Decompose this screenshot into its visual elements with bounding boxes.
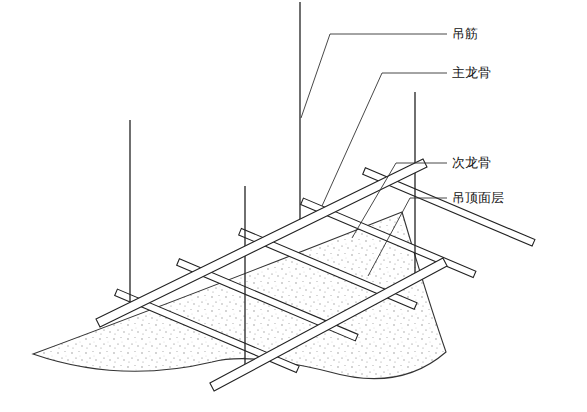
- hanger-rod: [299, 2, 300, 224]
- part-label: 吊筋: [452, 26, 478, 42]
- hanger-rod: [129, 120, 130, 307]
- hanger-rod: [414, 92, 415, 279]
- hanger-rod: [244, 186, 245, 369]
- secondary-joists: [115, 168, 535, 373]
- leader-line: [368, 198, 447, 276]
- joist-bar: [210, 258, 447, 391]
- leader-line: [352, 163, 447, 238]
- part-label: 主龙骨: [452, 65, 491, 81]
- leader-line: [301, 34, 447, 118]
- part-label: 次龙骨: [452, 155, 491, 171]
- leader-line: [322, 73, 447, 206]
- main-joists: [96, 159, 447, 391]
- leader-lines: [301, 34, 447, 276]
- part-label: 吊顶面层: [452, 190, 504, 206]
